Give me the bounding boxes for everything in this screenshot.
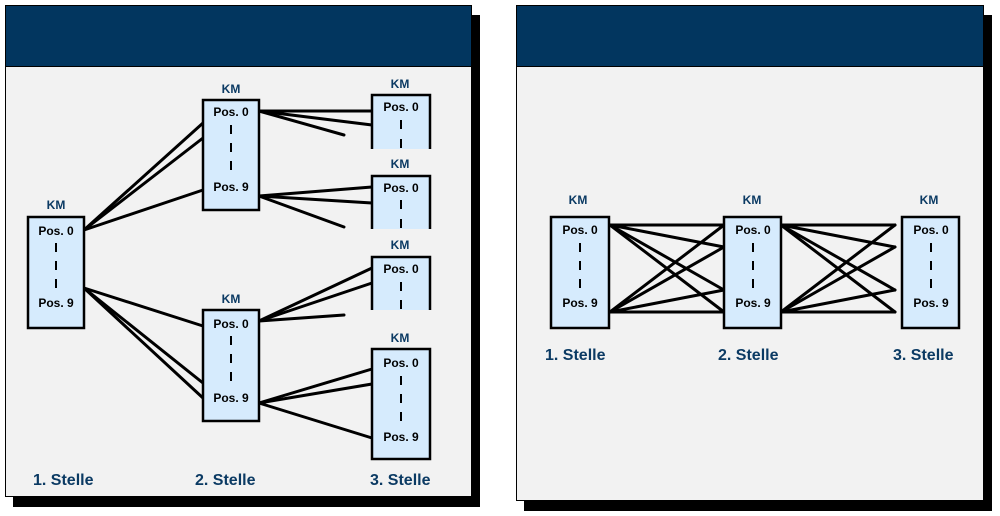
stelle-label-1: 1. Stelle: [545, 347, 606, 364]
stelle-label-2: 2. Stelle: [718, 347, 779, 364]
pos-last: Pos. 9: [213, 180, 249, 194]
edge: [82, 136, 205, 232]
pos-first: Pos. 0: [562, 223, 598, 237]
km-node-stelle1: KM Pos. 0 Pos. 9: [549, 193, 611, 330]
km-label: KM: [391, 157, 410, 171]
pos-first: Pos. 0: [913, 223, 949, 237]
km-node-level2-bottom: KM Pos. 0 Pos. 9: [201, 292, 261, 423]
panel-header: [517, 6, 983, 67]
edge: [82, 286, 205, 400]
edges: [608, 223, 897, 314]
pos-last: Pos. 9: [383, 430, 419, 444]
edges: [82, 109, 374, 440]
km-label: KM: [391, 77, 410, 91]
km-box: [549, 215, 611, 330]
pos-first: Pos. 0: [38, 224, 74, 238]
pos-first: Pos. 0: [383, 100, 419, 114]
pos-last: Pos. 9: [38, 296, 74, 310]
edge: [257, 185, 374, 198]
edge: [779, 288, 897, 314]
pos-first: Pos. 0: [735, 223, 771, 237]
edge: [82, 286, 205, 385]
km-node-level3-2: KM Pos. 0: [370, 157, 432, 229]
km-label: KM: [222, 82, 241, 96]
km-label: KM: [569, 193, 588, 207]
km-node-level2-top: KM Pos. 0 Pos. 9: [201, 82, 261, 212]
edge: [257, 313, 346, 323]
edge: [779, 223, 897, 314]
edge: [257, 382, 374, 405]
stelle-label-3: 3. Stelle: [370, 472, 431, 489]
edge: [82, 121, 205, 232]
edge: [608, 223, 726, 292]
km-label: KM: [743, 193, 762, 207]
edge: [82, 188, 205, 232]
km-box: [722, 215, 783, 330]
km-label: KM: [391, 238, 410, 252]
edge: [257, 109, 346, 137]
km-box: [201, 98, 261, 212]
edge: [82, 286, 205, 328]
edge: [257, 281, 374, 323]
km-node-level3-3: KM Pos. 0: [370, 238, 432, 310]
crosslink-diagram: KM Pos. 0 Pos. 9 KM Pos. 0 Pos. 9 KM Pos…: [545, 193, 961, 364]
edge: [608, 288, 726, 314]
crosslink-diagram-panel: KM Pos. 0 Pos. 9 KM Pos. 0 Pos. 9 KM Pos…: [516, 5, 984, 501]
pos-first: Pos. 0: [383, 262, 419, 276]
km-node-stelle3: KM Pos. 0 Pos. 9: [900, 193, 961, 330]
edge: [779, 223, 897, 292]
km-box: [370, 347, 432, 461]
pos-first: Pos. 0: [213, 317, 249, 331]
km-label: KM: [391, 331, 410, 345]
pos-first: Pos. 0: [213, 105, 249, 119]
pos-first: Pos. 0: [383, 356, 419, 370]
tree-diagram: KM Pos. 0 Pos. 9 KM Pos. 0 Pos. 9 KM Pos…: [26, 77, 432, 489]
edge: [257, 194, 374, 205]
edge: [608, 245, 726, 314]
km-label: KM: [222, 292, 241, 306]
pos-last: Pos. 9: [213, 391, 249, 405]
km-box: [26, 215, 86, 330]
edge: [608, 223, 726, 314]
km-label: KM: [920, 193, 939, 207]
km-box: [900, 215, 961, 330]
pos-first: Pos. 0: [383, 181, 419, 195]
pos-last: Pos. 9: [562, 296, 598, 310]
stelle-label-1: 1. Stelle: [33, 472, 94, 489]
km-node-level3-1: KM Pos. 0: [370, 77, 432, 149]
km-node-level1: KM Pos. 0 Pos. 9: [26, 198, 86, 330]
edge: [779, 223, 897, 249]
km-box: [201, 308, 261, 423]
edge: [257, 367, 374, 405]
km-node-level3-4: KM Pos. 0 Pos. 9: [370, 331, 432, 461]
edge: [257, 266, 374, 323]
km-label: KM: [47, 198, 66, 212]
pos-last: Pos. 9: [913, 296, 949, 310]
edge: [257, 109, 374, 127]
km-node-stelle2: KM Pos. 0 Pos. 9: [722, 193, 783, 330]
panel-header: [6, 6, 471, 67]
edge: [257, 401, 374, 440]
stelle-label-3: 3. Stelle: [893, 347, 954, 364]
edge: [608, 223, 726, 249]
tree-diagram-panel: KM Pos. 0 Pos. 9 KM Pos. 0 Pos. 9 KM Pos…: [5, 5, 472, 497]
pos-last: Pos. 9: [735, 296, 771, 310]
stelle-label-2: 2. Stelle: [195, 472, 256, 489]
edge: [779, 245, 897, 314]
edge: [257, 194, 346, 229]
